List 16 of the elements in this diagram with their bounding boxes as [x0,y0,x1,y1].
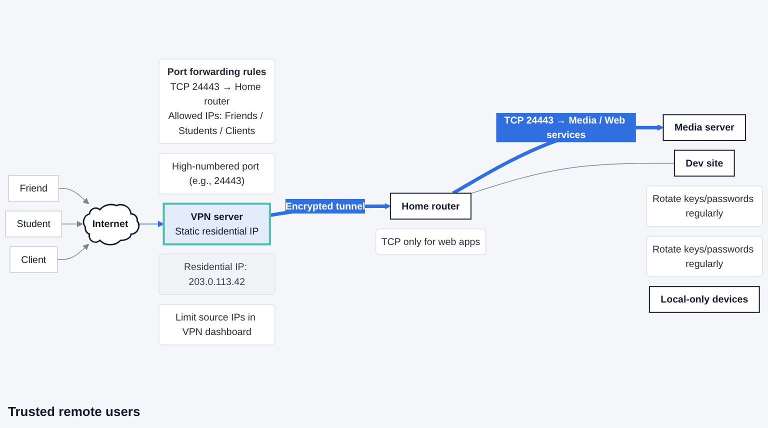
edge-label: Encrypted tunnel [285,200,366,212]
node-box: Client [10,246,58,273]
node-box: Student [5,210,62,238]
arrow [138,220,164,228]
node-box: Dev site [674,150,735,177]
node-box: VPN server Static residential IP [162,202,271,246]
node-box: Home router [390,192,472,220]
node-box: Local-only devices [648,286,760,313]
group-caption: Trusted remote users [8,404,140,419]
connector [470,162,675,194]
arrow [61,220,83,228]
node-box: Media server [662,114,746,142]
node-box: Friend [8,175,60,202]
arrow [58,188,90,204]
edge-label: TCP 24443 → Media / Web services [504,114,626,140]
arrow [56,244,90,260]
